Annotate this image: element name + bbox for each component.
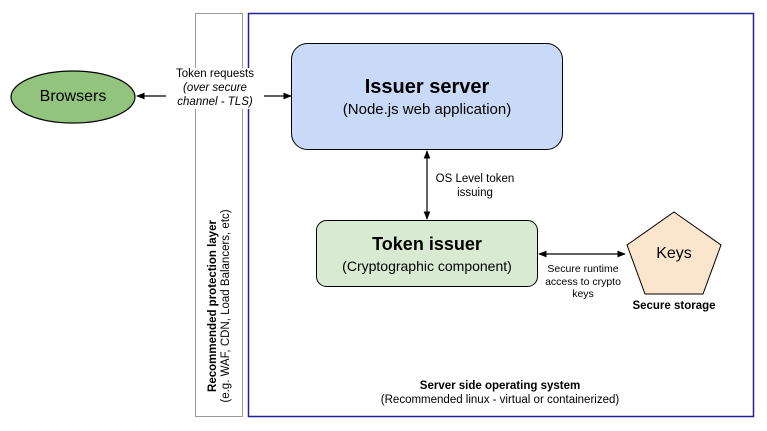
issuer-server-label: Issuer server (Node.js web application) xyxy=(292,75,562,119)
secure-storage-caption: Secure storage xyxy=(632,300,716,312)
issuer-server-subtitle: (Node.js web application) xyxy=(342,101,512,118)
token-requests-line1: Token requests xyxy=(176,68,254,80)
protection-layer-label: Recommended protection layer (e.g. WAF, … xyxy=(207,201,233,411)
browsers-ellipse xyxy=(10,70,136,124)
token-requests-label: Token requests (over secure channel - TL… xyxy=(166,68,264,110)
protection-layer-subtitle: (e.g. WAF, CDN, Load Balancers, etc) xyxy=(220,209,232,403)
os-level-line1: OS Level token xyxy=(435,173,515,185)
os-level-line2: issuing xyxy=(457,186,493,199)
server-os-boundary xyxy=(247,12,755,418)
keys-label: Keys xyxy=(656,245,692,262)
keys-pentagon xyxy=(626,211,722,295)
token-requests-line2: (over secure xyxy=(183,81,247,94)
token-issuer-box xyxy=(316,220,538,287)
token-requests-line3: channel - TLS) xyxy=(177,95,253,108)
secure-access-label: Secure runtime access to crypto keys xyxy=(540,263,626,301)
token-issuer-title: Token issuer xyxy=(372,234,482,254)
protection-layer-title: Recommended protection layer xyxy=(206,220,219,392)
server-os-subtitle: (Recommended linux - virtual or containe… xyxy=(380,393,620,406)
server-os-label: Server side operating system (Recommende… xyxy=(300,380,700,408)
os-level-label: OS Level token issuing xyxy=(430,173,520,201)
token-issuer-subtitle: (Cryptographic component) xyxy=(342,257,512,274)
token-issuer-label: Token issuer (Cryptographic component) xyxy=(317,234,537,274)
server-os-title: Server side operating system xyxy=(419,380,581,392)
issuer-server-title: Issuer server xyxy=(364,76,490,98)
browsers-label: Browsers xyxy=(39,88,107,105)
secure-access-line2: access to crypto xyxy=(545,275,621,288)
secure-access-line3: keys xyxy=(572,288,594,301)
secure-access-line1: Secure runtime xyxy=(547,263,619,275)
